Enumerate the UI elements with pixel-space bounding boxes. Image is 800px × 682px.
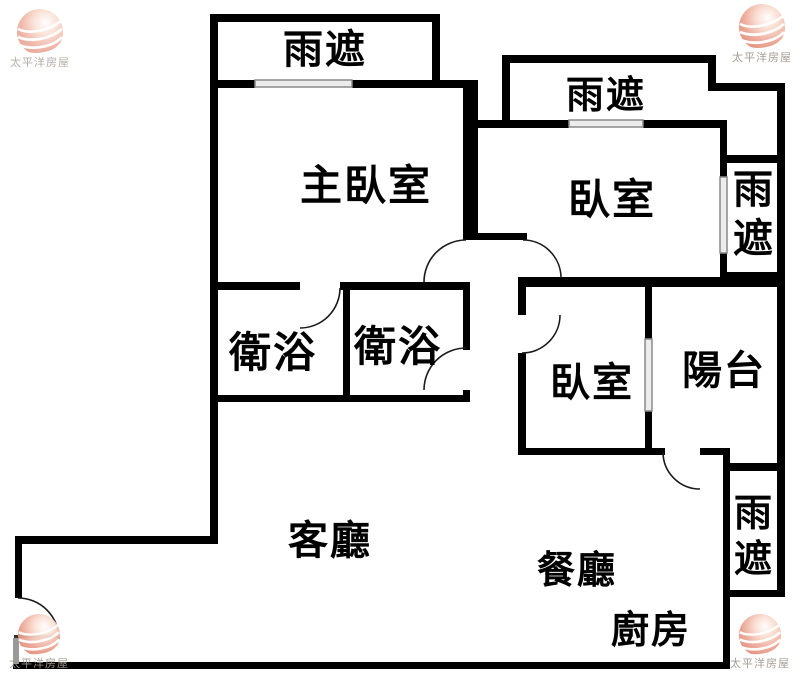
logo-wordmark: 太平洋房屋 bbox=[732, 51, 792, 64]
room-label-dining-room: 餐廳 bbox=[536, 548, 618, 592]
pacific-logo-icon bbox=[738, 3, 786, 51]
door-arc-bathroom1 bbox=[299, 287, 341, 329]
room-label-master-bedroom: 主臥室 bbox=[299, 161, 433, 210]
room-label-balcony: 陽台 bbox=[682, 348, 766, 394]
window-balcony bbox=[644, 338, 653, 412]
room-label-bathroom-1: 衛浴 bbox=[228, 328, 318, 377]
pacific-logo-icon bbox=[16, 8, 64, 56]
window-canopy1 bbox=[254, 79, 353, 88]
room-label-bathroom-2: 衛浴 bbox=[353, 322, 443, 371]
room-label-canopy-top-left: 雨遮 bbox=[283, 27, 367, 73]
room-label-kitchen: 廚房 bbox=[610, 608, 692, 652]
room-label-canopy-bottom-right: 雨遮 bbox=[733, 491, 772, 582]
walls bbox=[13, 14, 785, 669]
windows bbox=[254, 79, 728, 412]
room-label-bedroom-3: 臥室 bbox=[550, 360, 634, 406]
room-label-canopy-top-right: 雨遮 bbox=[565, 73, 647, 117]
door-arc-balcony bbox=[662, 451, 701, 490]
logo-top-right: 太平洋房屋 bbox=[728, 3, 796, 63]
door-arcs bbox=[17, 239, 701, 640]
logo-wordmark: 太平洋房屋 bbox=[10, 56, 70, 69]
room-label-bedroom-2: 臥室 bbox=[567, 175, 657, 224]
pacific-logo-icon bbox=[17, 613, 61, 657]
window-canopy2 bbox=[568, 119, 644, 128]
logo-bottom-left: 太平洋房屋 bbox=[5, 613, 73, 669]
door-arc-bedroom2 bbox=[522, 239, 562, 279]
room-label-canopy-right: 雨遮 bbox=[733, 167, 773, 262]
room-label-living-room: 客廳 bbox=[288, 518, 372, 564]
logo-wordmark: 太平洋房屋 bbox=[9, 657, 69, 670]
logo-top-left: 太平洋房屋 bbox=[6, 8, 74, 68]
logo-bottom-right: 太平洋房屋 bbox=[726, 613, 794, 669]
pacific-logo-icon bbox=[738, 613, 782, 657]
logo-wordmark: 太平洋房屋 bbox=[730, 657, 790, 670]
door-arc-bedroom3 bbox=[521, 314, 561, 354]
window-bedroom2 bbox=[719, 176, 728, 254]
door-arc-bathroom2 bbox=[423, 347, 467, 391]
door-arc-master bbox=[423, 239, 467, 283]
